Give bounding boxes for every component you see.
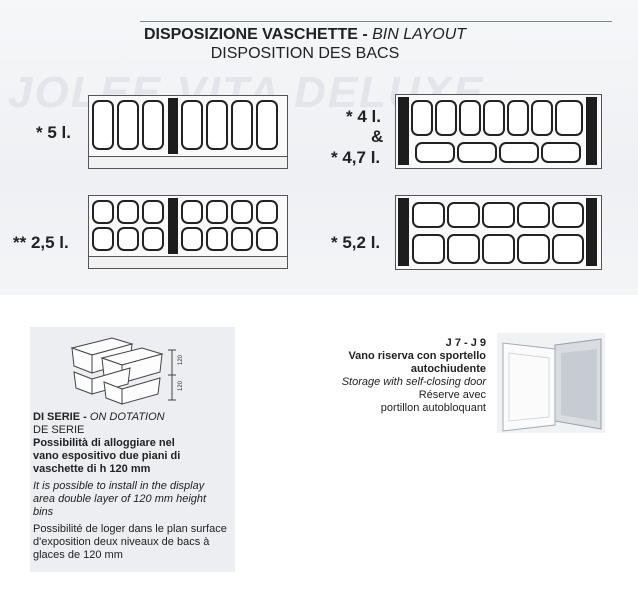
dotation-heading-bold: DI SERIE - [33,411,90,423]
page-subtitle: DISPOSITION DES BACS [210,45,400,62]
bin [412,234,445,264]
bin [256,200,278,224]
side-bar-left [398,97,409,165]
title-italic: BIN LAYOUT [372,26,467,43]
layout-4-7l-label: * 4,7 l. [331,148,381,167]
dimension-b: 120 [178,380,184,391]
bin [181,200,203,224]
dimension-a: 120 [178,354,184,365]
layout-5l-label: * 5 l. [36,123,71,142]
bin [142,100,164,150]
bin [552,202,584,228]
bin [499,142,539,163]
storage-text-fr-1: Réserve avec [418,389,486,401]
bin [457,142,497,163]
divider-bar [168,98,178,154]
stacked-bins-illustration: 120 120 [70,337,184,405]
bin [206,227,228,251]
layout-amp-label: & [371,127,384,146]
bin [517,234,550,264]
bin [181,100,203,150]
storage-model: J 7 - J 9 [445,337,486,349]
bin [411,100,433,136]
storage-text-en: Storage with self-closing door [341,376,486,388]
bin [142,200,164,224]
bin [435,100,457,136]
layout-5-2l-label: * 5,2 l. [331,233,381,252]
bin [507,100,529,136]
bin [555,100,583,136]
panel-strip [89,256,287,268]
bin [459,100,481,136]
bin [142,227,164,251]
bin [206,200,228,224]
dotation-text-en: It is possible to install in the display… [33,480,207,518]
bin [117,100,139,150]
bin [256,227,278,251]
bin [552,234,584,264]
bin [531,100,553,136]
layout-4l-label: * 4 l. [346,107,381,126]
dotation-heading: DI SERIE - ON DOTATION [33,411,233,424]
bin [231,200,253,224]
dotation-heading-fr: DE SERIE [33,424,85,436]
layout-2-5l-panel [88,195,288,269]
bin [483,100,505,136]
storage-door-image [497,333,605,433]
top-rule [140,21,612,22]
dotation-heading-italic: ON DOTATION [89,411,165,423]
bin [517,202,550,228]
page-title: DISPOSIZIONE VASCHETTE - BIN LAYOUT [0,26,610,44]
dotation-text-fr: Possibilité de loger dans le plan surfac… [33,523,227,561]
bin [541,142,581,163]
bin [206,100,228,150]
bin [482,234,515,264]
layout-2-5l-label: ** 2,5 l. [13,233,69,252]
bin [231,100,253,150]
dotation-text-it: Possibilità di alloggiare nel vano espos… [33,437,181,475]
bin [482,202,515,228]
bin [412,202,445,228]
side-bar-right [586,198,597,266]
bin [181,227,203,251]
bin [231,227,253,251]
title-bold: DISPOSIZIONE VASCHETTE - [143,26,373,43]
storage-text-it: Vano riserva con sportello autochiudente [348,350,486,375]
bin [447,202,480,228]
layout-4l-panel [395,94,602,169]
panel-strip [89,156,287,168]
side-bar-left [398,198,409,266]
storage-text-fr-2: portillon autobloquant [380,402,486,414]
bin [92,227,114,251]
bin [415,142,455,163]
bin [92,200,114,224]
bin [447,234,480,264]
layout-5-2l-panel [395,195,602,270]
side-bar-right [586,97,597,165]
bin [117,227,139,251]
layout-5l-panel [88,95,288,169]
divider-bar [168,198,178,254]
bin [117,200,139,224]
bin [256,100,278,150]
bin [92,100,114,150]
